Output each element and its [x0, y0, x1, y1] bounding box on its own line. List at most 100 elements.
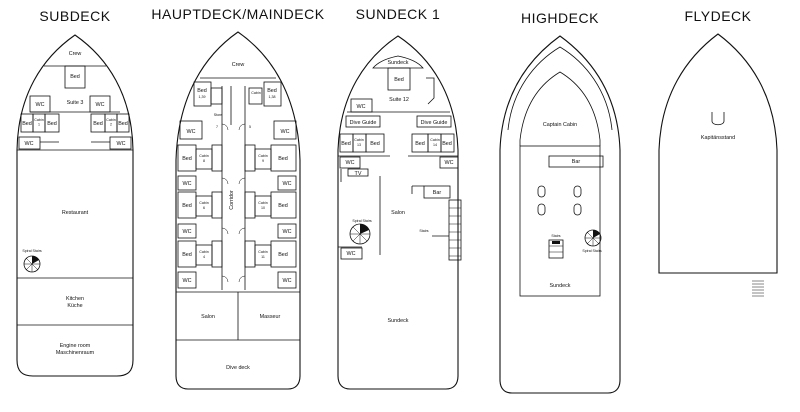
subdeck-title: SUBDECK [39, 8, 110, 24]
maindeck-bed-l2: Bed [182, 203, 192, 209]
maindeck-title: HAUPTDECK/MAINDECK [151, 6, 324, 22]
highdeck-captain-cabin-label: Captain Cabin [543, 122, 577, 128]
subdeck-bed-4-label: Bed [118, 121, 128, 127]
maindeck-cabin-extra-2: 5 [249, 125, 251, 129]
sundeck1-stairs-label: Stairs [419, 229, 428, 233]
highdeck-stairs [548, 239, 564, 259]
maindeck-cabin-r3-num: 11 [261, 255, 265, 259]
maindeck-cabin-l3: Cabin [199, 250, 208, 254]
subdeck-crew-label: Crew [69, 51, 82, 57]
highdeck-sundeck-label: Sundeck [550, 283, 571, 289]
maindeck-dive-deck-label: Dive deck [226, 365, 250, 371]
subdeck-wc-2-label: WC [96, 102, 105, 108]
subdeck-wc-4-label: WC [117, 141, 126, 147]
sundeck1-salon-label: Salon [391, 210, 405, 216]
maindeck-wc-l2: WC [183, 229, 192, 235]
subdeck-suite-label: Suite 3 [67, 100, 84, 106]
maindeck-salon-label: Salon [201, 314, 215, 320]
subdeck-restaurant-label: Restaurant [62, 210, 89, 216]
maindeck-wc-2-label: WC [281, 129, 290, 135]
subdeck-bed-2-label: Bed [47, 121, 57, 127]
sundeck1-bed-r1: Bed [415, 141, 425, 147]
maindeck-store-label: Store [214, 113, 223, 117]
highdeck-title: HIGHDECK [521, 10, 599, 26]
sundeck1-cabin-14-label: Cabin [430, 138, 439, 142]
sundeck1-wc-2-label: WC [346, 160, 355, 166]
sundeck1-sundeck-top-label: Sundeck [388, 60, 409, 66]
sundeck1-spiral-stairs [349, 223, 371, 245]
maindeck-bed-r1: Bed [278, 156, 288, 162]
subdeck-wc-1-label: WC [36, 102, 45, 108]
subdeck-spiral-stairs [23, 255, 41, 273]
subdeck-bed-label: Bed [70, 74, 80, 80]
flydeck-kapitaensstand-label: Kapitänsstand [701, 135, 735, 141]
sundeck1-dive-guide-1-label: Dive Guide [350, 120, 377, 126]
sundeck1-bed-suite [387, 67, 411, 91]
sundeck1-cabin-13-label: Cabin [354, 138, 363, 142]
sundeck1-bar-label: Bar [433, 190, 442, 196]
highdeck-spiral-stairs [584, 229, 602, 247]
maindeck-bed-r3: Bed [278, 252, 288, 258]
maindeck-crew-label: Crew [232, 62, 245, 68]
maindeck-cabin-l1-num: 8 [203, 159, 205, 163]
sundeck1-cabin-14-num: 14 [433, 143, 437, 147]
subdeck-plan: Crew Bed Suite 3 WC WC Bed Bed Bed Bed C… [16, 34, 134, 377]
maindeck-bed-l3: Bed [182, 252, 192, 258]
flydeck-plan: Kapitänsstand [658, 33, 778, 297]
sundeck1-title: SUNDECK 1 [356, 6, 441, 22]
subdeck-kueche-label: Küche [67, 303, 82, 309]
maindeck-cabin-r1: Cabin [258, 154, 267, 158]
subdeck-bed-1-label: Bed [22, 121, 32, 127]
maindeck-cabin-l2: Cabin [199, 201, 208, 205]
subdeck-bed-3-label: Bed [93, 121, 103, 127]
maindeck-wc-r3: WC [283, 278, 292, 284]
highdeck-bar [548, 155, 604, 168]
maindeck-wc-r1: WC [283, 181, 292, 187]
flydeck-hull [658, 33, 778, 274]
sundeck1-spiral-stairs-label: Spiral Stairs [352, 219, 372, 223]
sundeck1-wc-1 [350, 98, 373, 113]
maindeck-cabin-r2-num: 10 [261, 206, 265, 210]
maindeck-cabin-extra-1: 7 [216, 125, 218, 129]
sundeck1-bed-r2: Bed [442, 141, 452, 147]
highdeck-plan: Captain Cabin Bar Stairs Spiral Stairs S… [499, 35, 621, 394]
sundeck1-cabin-13-num: 13 [357, 143, 361, 147]
maindeck-bed-138-label: Bed [267, 88, 277, 94]
subdeck-hull [16, 34, 134, 377]
sundeck1-bed-l1: Bed [341, 141, 351, 147]
highdeck-bar-label: Bar [572, 159, 581, 165]
subdeck-spiral-stairs-label: Spiral Stairs [22, 249, 42, 253]
maindeck-bed-138-width: 1,38 [269, 95, 276, 99]
sundeck1-sundeck-bottom-label: Sundeck [388, 318, 409, 324]
maindeck-wc-1-label: WC [187, 129, 196, 135]
flydeck-title: FLYDECK [684, 8, 751, 24]
maindeck-wc-r2: WC [283, 229, 292, 235]
maindeck-cabin-l2-num: 6 [203, 206, 205, 210]
subdeck-maschinenraum-label: Maschinenraum [56, 350, 95, 356]
maindeck-masseur-label: Masseur [260, 314, 281, 320]
sundeck1-wc-1-label: WC [357, 104, 366, 110]
flydeck-ladder [752, 280, 764, 297]
maindeck-cabin-l3-num: 4 [203, 255, 205, 259]
highdeck-spiral-stairs-label: Spiral Stairs [582, 249, 602, 253]
maindeck-bed-139-label: Bed [197, 88, 207, 94]
maindeck-cabin-r2: Cabin [258, 201, 267, 205]
maindeck-wc-l1: WC [183, 181, 192, 187]
subdeck-wc-1 [29, 95, 51, 113]
sundeck1-wc-4-label: WC [445, 160, 454, 166]
subdeck-wc-3-label: WC [25, 141, 34, 147]
maindeck-cabin-r1-num: 9 [262, 159, 264, 163]
maindeck-bed-139-width: 1,39 [199, 95, 206, 99]
maindeck-wc-l3: WC [183, 278, 192, 284]
sundeck1-wc-3-label: WC [347, 251, 356, 257]
sundeck1-plan: Sundeck Bed Suite 12 WC Dive Guide Dive … [337, 35, 462, 390]
maindeck-bed-138 [263, 81, 282, 107]
maindeck-bed-r2: Bed [278, 203, 288, 209]
flydeck-helm [711, 112, 725, 126]
highdeck-hull [499, 35, 621, 394]
highdeck-stairs-label: Stairs [551, 234, 560, 238]
